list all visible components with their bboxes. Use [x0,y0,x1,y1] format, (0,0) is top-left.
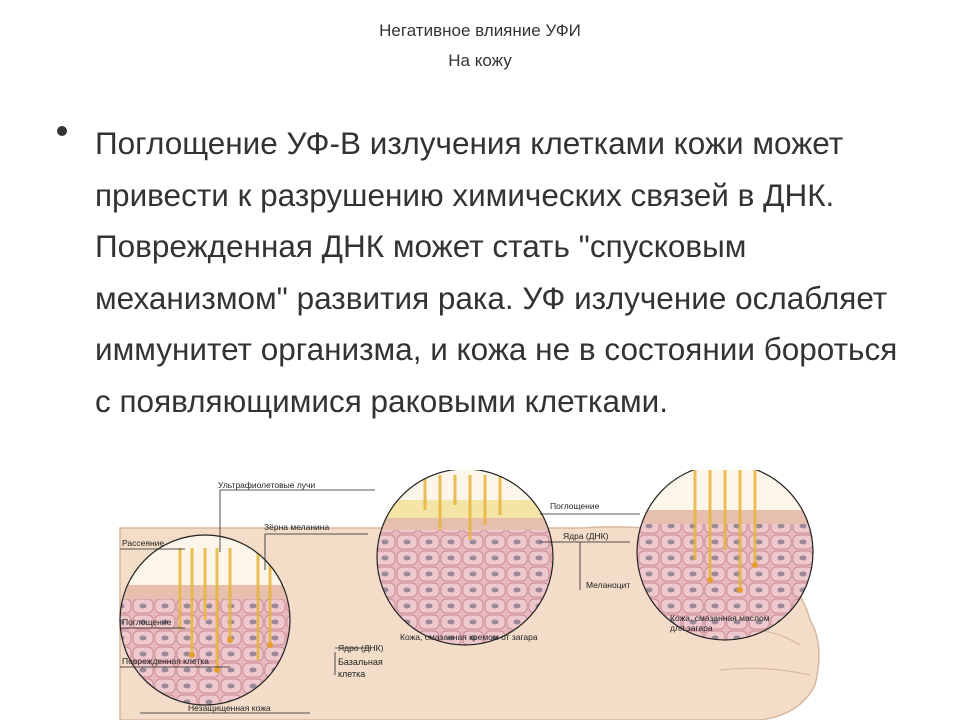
bullet-text: Поглощение УФ-В излучения клетками кожи … [95,125,898,419]
circle-tanning-oil [636,470,814,641]
skin-uv-diagram: Ультрафиолетовые лучи Поглощение Ядра (Д… [110,470,840,720]
skin-uv-illustration: Ультрафиолетовые лучи Поглощение Ядра (Д… [119,470,820,720]
label-melanocytes: Меланоцит [586,580,630,590]
label-absorption-top: Поглощение [550,501,600,511]
label-unprotected: Незащищенная кожа [188,703,271,713]
slide-title: Негативное влияние УФИ На кожу [0,16,960,76]
label-tanning-oil-1: Кожа, смазанная маслом [670,613,770,623]
label-scattering: Рассеяние [122,538,164,548]
label-nuclei: Ядра (ДНК) [563,531,609,541]
bullet-list: Поглощение УФ-В излучения клетками кожи … [55,118,915,427]
bullet-icon [57,126,67,136]
title-line-1: Негативное влияние УФИ [379,21,581,40]
label-dna-left: Ядро (ДНК) [338,643,384,653]
label-damaged-cell: Поврежденная клетка [122,656,209,666]
label-melanin: Зёрна меланина [264,522,329,532]
label-tanning-oil-2: для загара [670,623,713,633]
label-uv-rays: Ультрафиолетовые лучи [218,480,315,490]
title-line-2: На кожу [448,51,512,70]
label-sunscreen: Кожа, смазанная кремом от загара [400,632,538,642]
label-basal-cell-1: Базальная [338,657,383,667]
label-basal-cell-2: клетка [338,669,365,679]
label-absorption-left: Поглощение [122,617,172,627]
